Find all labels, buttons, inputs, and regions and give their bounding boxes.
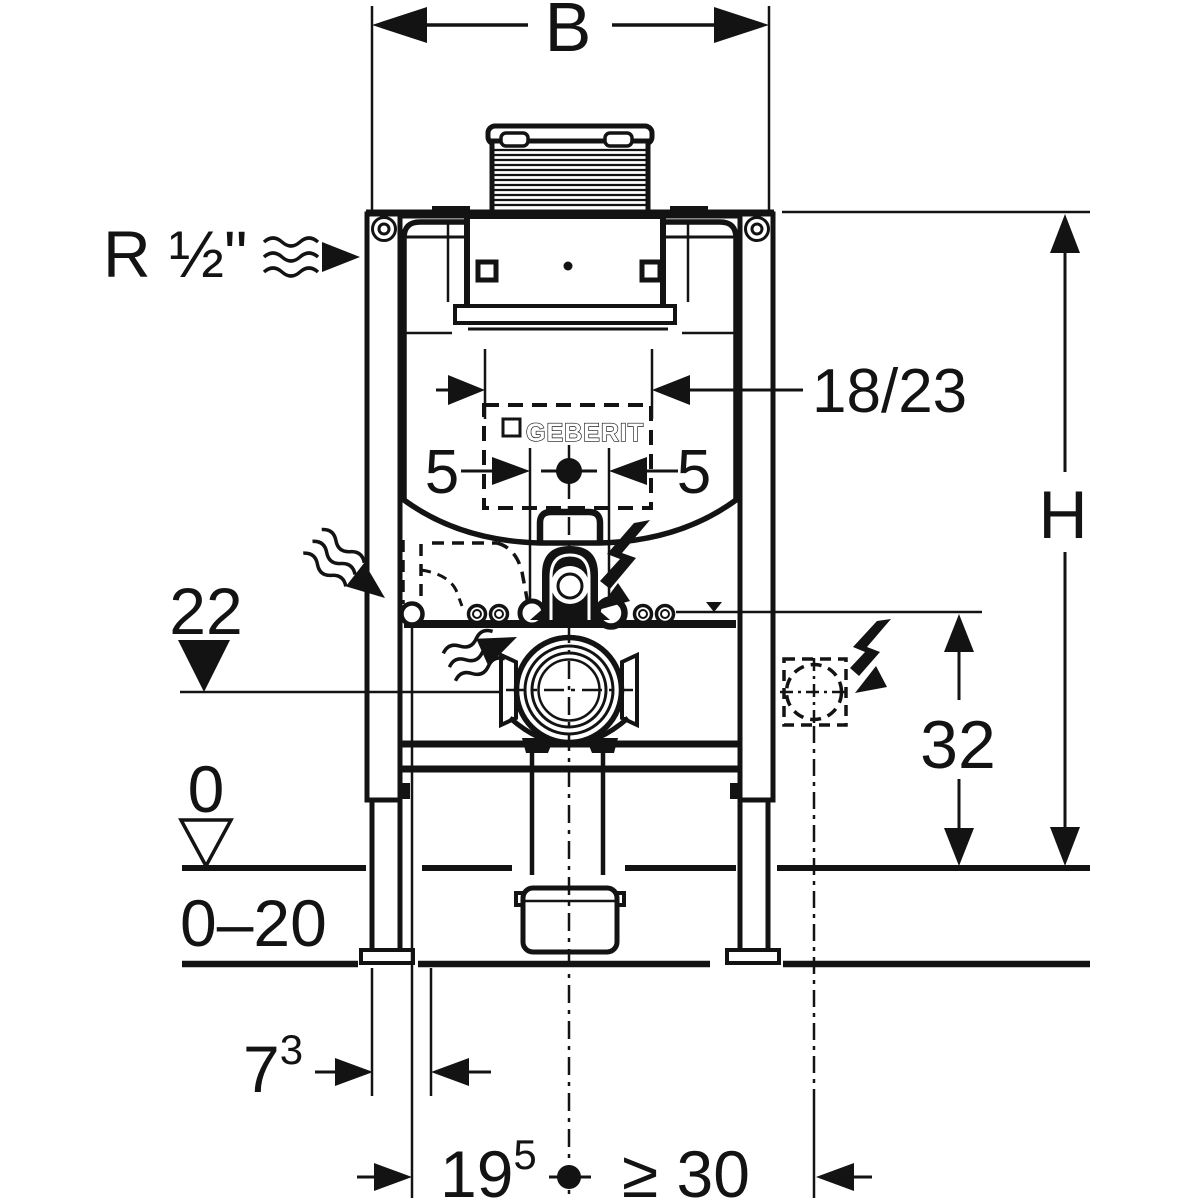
frame-rail-right <box>737 211 776 803</box>
dim-label-b: B <box>545 0 592 66</box>
corner-screw-icon <box>744 216 770 242</box>
dim-arrow-icon <box>1050 214 1080 253</box>
dimension-32: 32 <box>920 614 996 866</box>
dim-label-h: H <box>1038 477 1087 553</box>
fixing-hole <box>466 603 488 625</box>
telescopic-leg-left <box>369 797 403 955</box>
geberit-logo-text: GEBERIT <box>526 419 644 447</box>
bend-foot <box>530 606 546 620</box>
dimension-5-5: 5 5 <box>425 438 711 601</box>
bend-foot <box>594 606 610 620</box>
wall-anchor-bolt <box>399 601 425 627</box>
flush-bend <box>530 508 610 620</box>
frame-clamp <box>670 206 708 218</box>
flush-plate-protection-box <box>485 123 655 216</box>
level-marker-open-icon <box>178 818 234 870</box>
bend-bracket <box>536 508 604 542</box>
electrical-connection-icon <box>598 520 650 610</box>
dim-label-5-right: 5 <box>677 438 711 507</box>
water-flow-icon <box>439 626 517 687</box>
dim-label-32: 32 <box>920 707 996 783</box>
floor-lines <box>182 865 1090 968</box>
box-ribs <box>494 148 646 207</box>
dim-label-5-left: 5 <box>425 438 459 507</box>
frame-rail-left <box>364 211 403 803</box>
rail-bolt <box>730 783 742 799</box>
dim-label-0: 0 <box>188 752 225 826</box>
dim-arrow-icon <box>431 1058 469 1086</box>
rail-bolt <box>398 783 410 799</box>
dimension-b: B <box>370 0 771 211</box>
fixing-square <box>639 259 663 283</box>
water-flow-icon <box>299 524 385 598</box>
fixing-hole <box>488 603 510 625</box>
foot-plate-left <box>359 948 415 965</box>
dim-arrow-right-icon <box>714 7 769 43</box>
dim-arrow-icon <box>944 828 974 866</box>
foot-plate-right <box>725 948 781 965</box>
flush-plate-area: GEBERIT <box>482 403 653 510</box>
dim-arrow-icon <box>944 614 974 652</box>
center-dot <box>563 261 573 271</box>
electrical-connection-icon <box>850 619 891 693</box>
dim-arrow-icon <box>448 375 485 405</box>
dimension-floor: 0 0–20 <box>178 752 327 960</box>
box-notch <box>499 131 530 148</box>
center-point <box>557 1165 581 1189</box>
box-notch <box>603 131 634 148</box>
dim-label-0-20: 0–20 <box>180 886 327 960</box>
frame-clamp <box>432 206 470 218</box>
internal-pipe-dashed <box>401 540 530 607</box>
corner-screw-icon <box>371 216 397 242</box>
dim-arrow-icon <box>335 1058 373 1086</box>
dimension-bottom-row: 195 ≥ 30 <box>357 625 872 1200</box>
dim-arrow-icon <box>1050 827 1080 866</box>
dim-label-19-5: 195 <box>440 1131 537 1200</box>
inspection-shaft <box>464 213 666 315</box>
dim-arrow-icon <box>816 1163 854 1191</box>
fixing-square <box>475 259 499 283</box>
mounting-frame <box>359 206 781 965</box>
telescopic-leg-right <box>737 797 771 955</box>
fixing-hole <box>632 603 654 625</box>
dim-arrow-left-icon <box>372 7 427 43</box>
water-supply-icon <box>262 236 360 278</box>
dimension-7-3: 73 <box>243 968 491 1106</box>
dim-label-22: 22 <box>169 574 242 648</box>
dim-arrow-icon <box>374 1163 412 1191</box>
dim-arrow-icon <box>492 457 530 485</box>
dim-arrow-icon <box>652 375 690 405</box>
dimension-22: 22 <box>169 574 502 694</box>
supply-label: R ½" <box>103 217 247 291</box>
dimension-h: H <box>782 210 1090 866</box>
datum-marker-icon <box>706 602 722 612</box>
level-marker-filled-icon <box>178 640 230 692</box>
geberit-logo-square-icon <box>501 417 522 438</box>
fixing-row <box>399 596 982 630</box>
dim-label-min-30: ≥ 30 <box>622 1137 750 1200</box>
dim-label-7-3: 73 <box>243 1026 303 1106</box>
dim-arrow-icon <box>609 457 647 485</box>
shaft-flange <box>453 304 677 325</box>
dimension-18-23: 18/23 <box>436 349 967 426</box>
center-point <box>556 458 582 484</box>
drain-connection <box>400 634 740 875</box>
dim-label-18-23: 18/23 <box>812 357 967 426</box>
electrical-box <box>780 657 850 1198</box>
fixing-hole <box>654 603 676 625</box>
